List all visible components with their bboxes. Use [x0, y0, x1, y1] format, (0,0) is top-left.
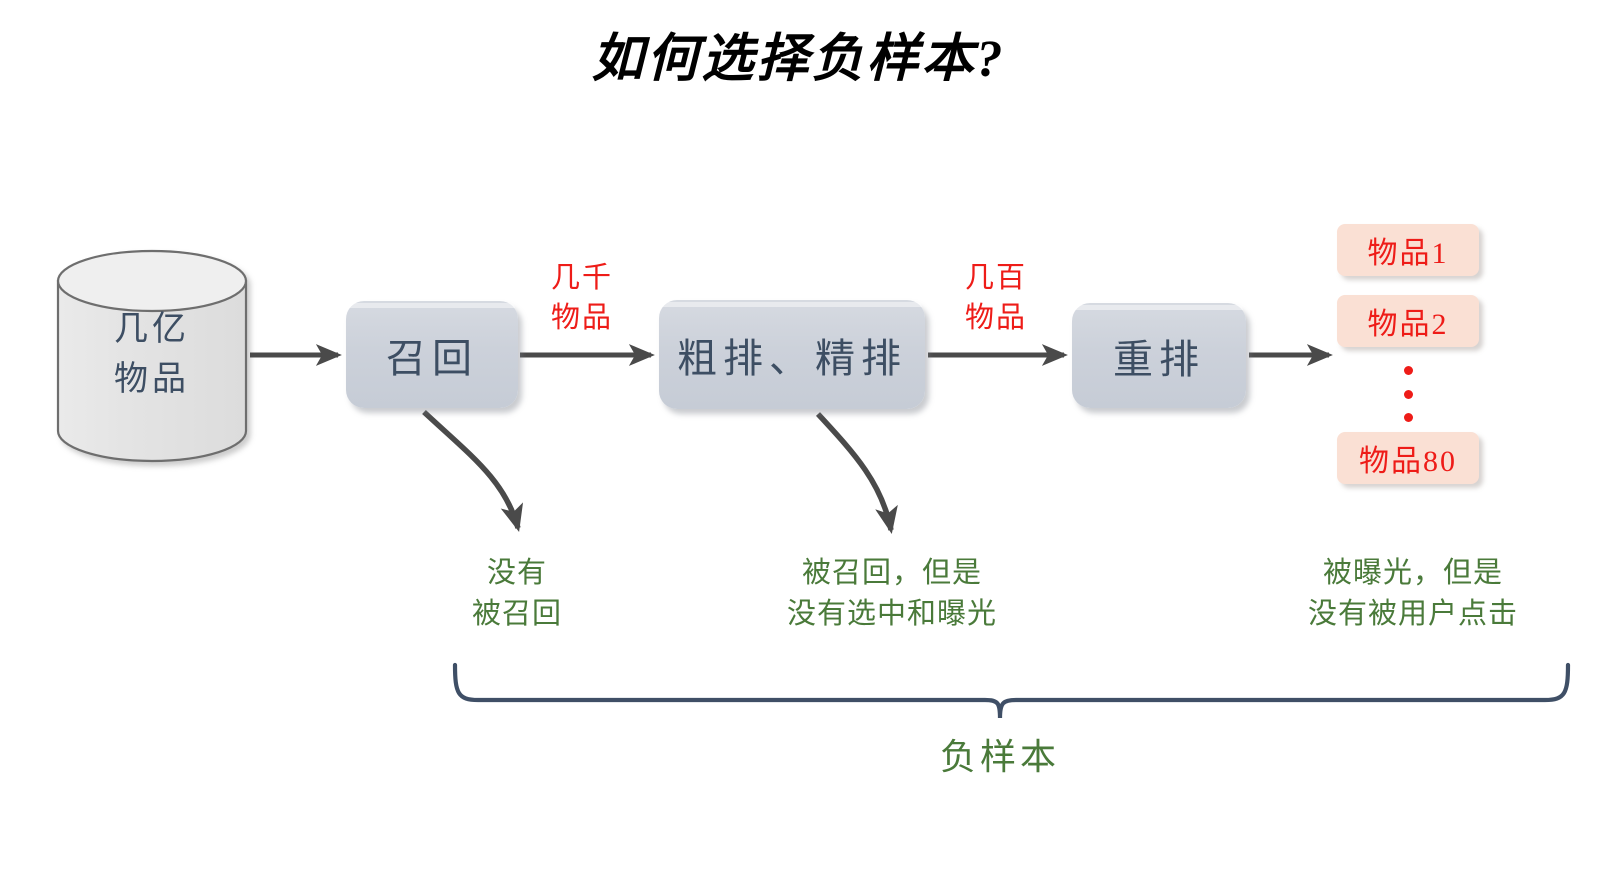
- note-not-recalled-line1: 没有: [486, 557, 547, 589]
- stage-label-recall: 召回: [386, 335, 478, 381]
- item-box-80[interactable]: 物品80: [1337, 432, 1479, 484]
- note-not-recalled: 没有 被召回: [408, 553, 626, 635]
- volume-label-thousands-line1: 几千: [550, 262, 613, 294]
- note-not-recalled-line2: 被召回: [471, 598, 562, 630]
- ellipsis-dot: [1403, 413, 1413, 422]
- stage-box-highlight: [662, 302, 922, 307]
- note-recalled-not-exposed: 被召回，但是 没有选中和曝光: [732, 553, 1052, 635]
- item-database-label-line2: 物品: [114, 361, 190, 398]
- stage-box-highlight: [349, 303, 515, 308]
- negative-sample-brace: [452, 662, 1571, 719]
- stage-box-ranking[interactable]: 粗排、精排: [659, 300, 925, 409]
- item-label-1: 物品1: [1367, 237, 1449, 270]
- note-exposed-not-clicked-line2: 没有被用户点击: [1307, 598, 1518, 630]
- item-label-80: 物品80: [1359, 445, 1457, 478]
- volume-label-hundreds: 几百 物品: [936, 258, 1056, 338]
- stage-box-rerank[interactable]: 重排: [1072, 303, 1246, 408]
- stage-box-recall[interactable]: 召回: [346, 301, 518, 408]
- note-recalled-not-exposed-line1: 被召回，但是: [801, 557, 982, 589]
- volume-label-thousands: 几千 物品: [522, 258, 642, 338]
- item-box-2[interactable]: 物品2: [1337, 295, 1479, 347]
- vertical-ellipsis-icon: [1337, 366, 1479, 422]
- item-database-label: 几亿 物品: [58, 305, 246, 405]
- item-box-1[interactable]: 物品1: [1337, 224, 1479, 276]
- item-label-2: 物品2: [1367, 308, 1449, 341]
- note-recalled-not-exposed-line2: 没有选中和曝光: [786, 598, 997, 630]
- curved-arrow-not-recalled: [422, 409, 524, 532]
- page-title: 如何选择负样本?: [591, 31, 1006, 88]
- note-exposed-not-clicked-line1: 被曝光，但是: [1322, 557, 1503, 589]
- brace-label-negative-samples: 负样本: [939, 737, 1060, 777]
- item-database-label-line1: 几亿: [114, 311, 190, 348]
- ellipsis-dot: [1403, 366, 1413, 375]
- note-exposed-not-clicked: 被曝光，但是 没有被用户点击: [1248, 553, 1578, 635]
- stage-label-ranking: 粗排、精排: [677, 335, 907, 381]
- volume-label-hundreds-line1: 几百: [964, 262, 1027, 294]
- stage-label-rerank: 重排: [1113, 336, 1205, 382]
- stage-box-highlight: [1075, 305, 1243, 310]
- curved-arrow-recalled-not-exposed: [815, 412, 898, 535]
- volume-label-hundreds-line2: 物品: [964, 302, 1027, 334]
- ellipsis-dot: [1403, 389, 1413, 399]
- volume-label-thousands-line2: 物品: [550, 302, 613, 334]
